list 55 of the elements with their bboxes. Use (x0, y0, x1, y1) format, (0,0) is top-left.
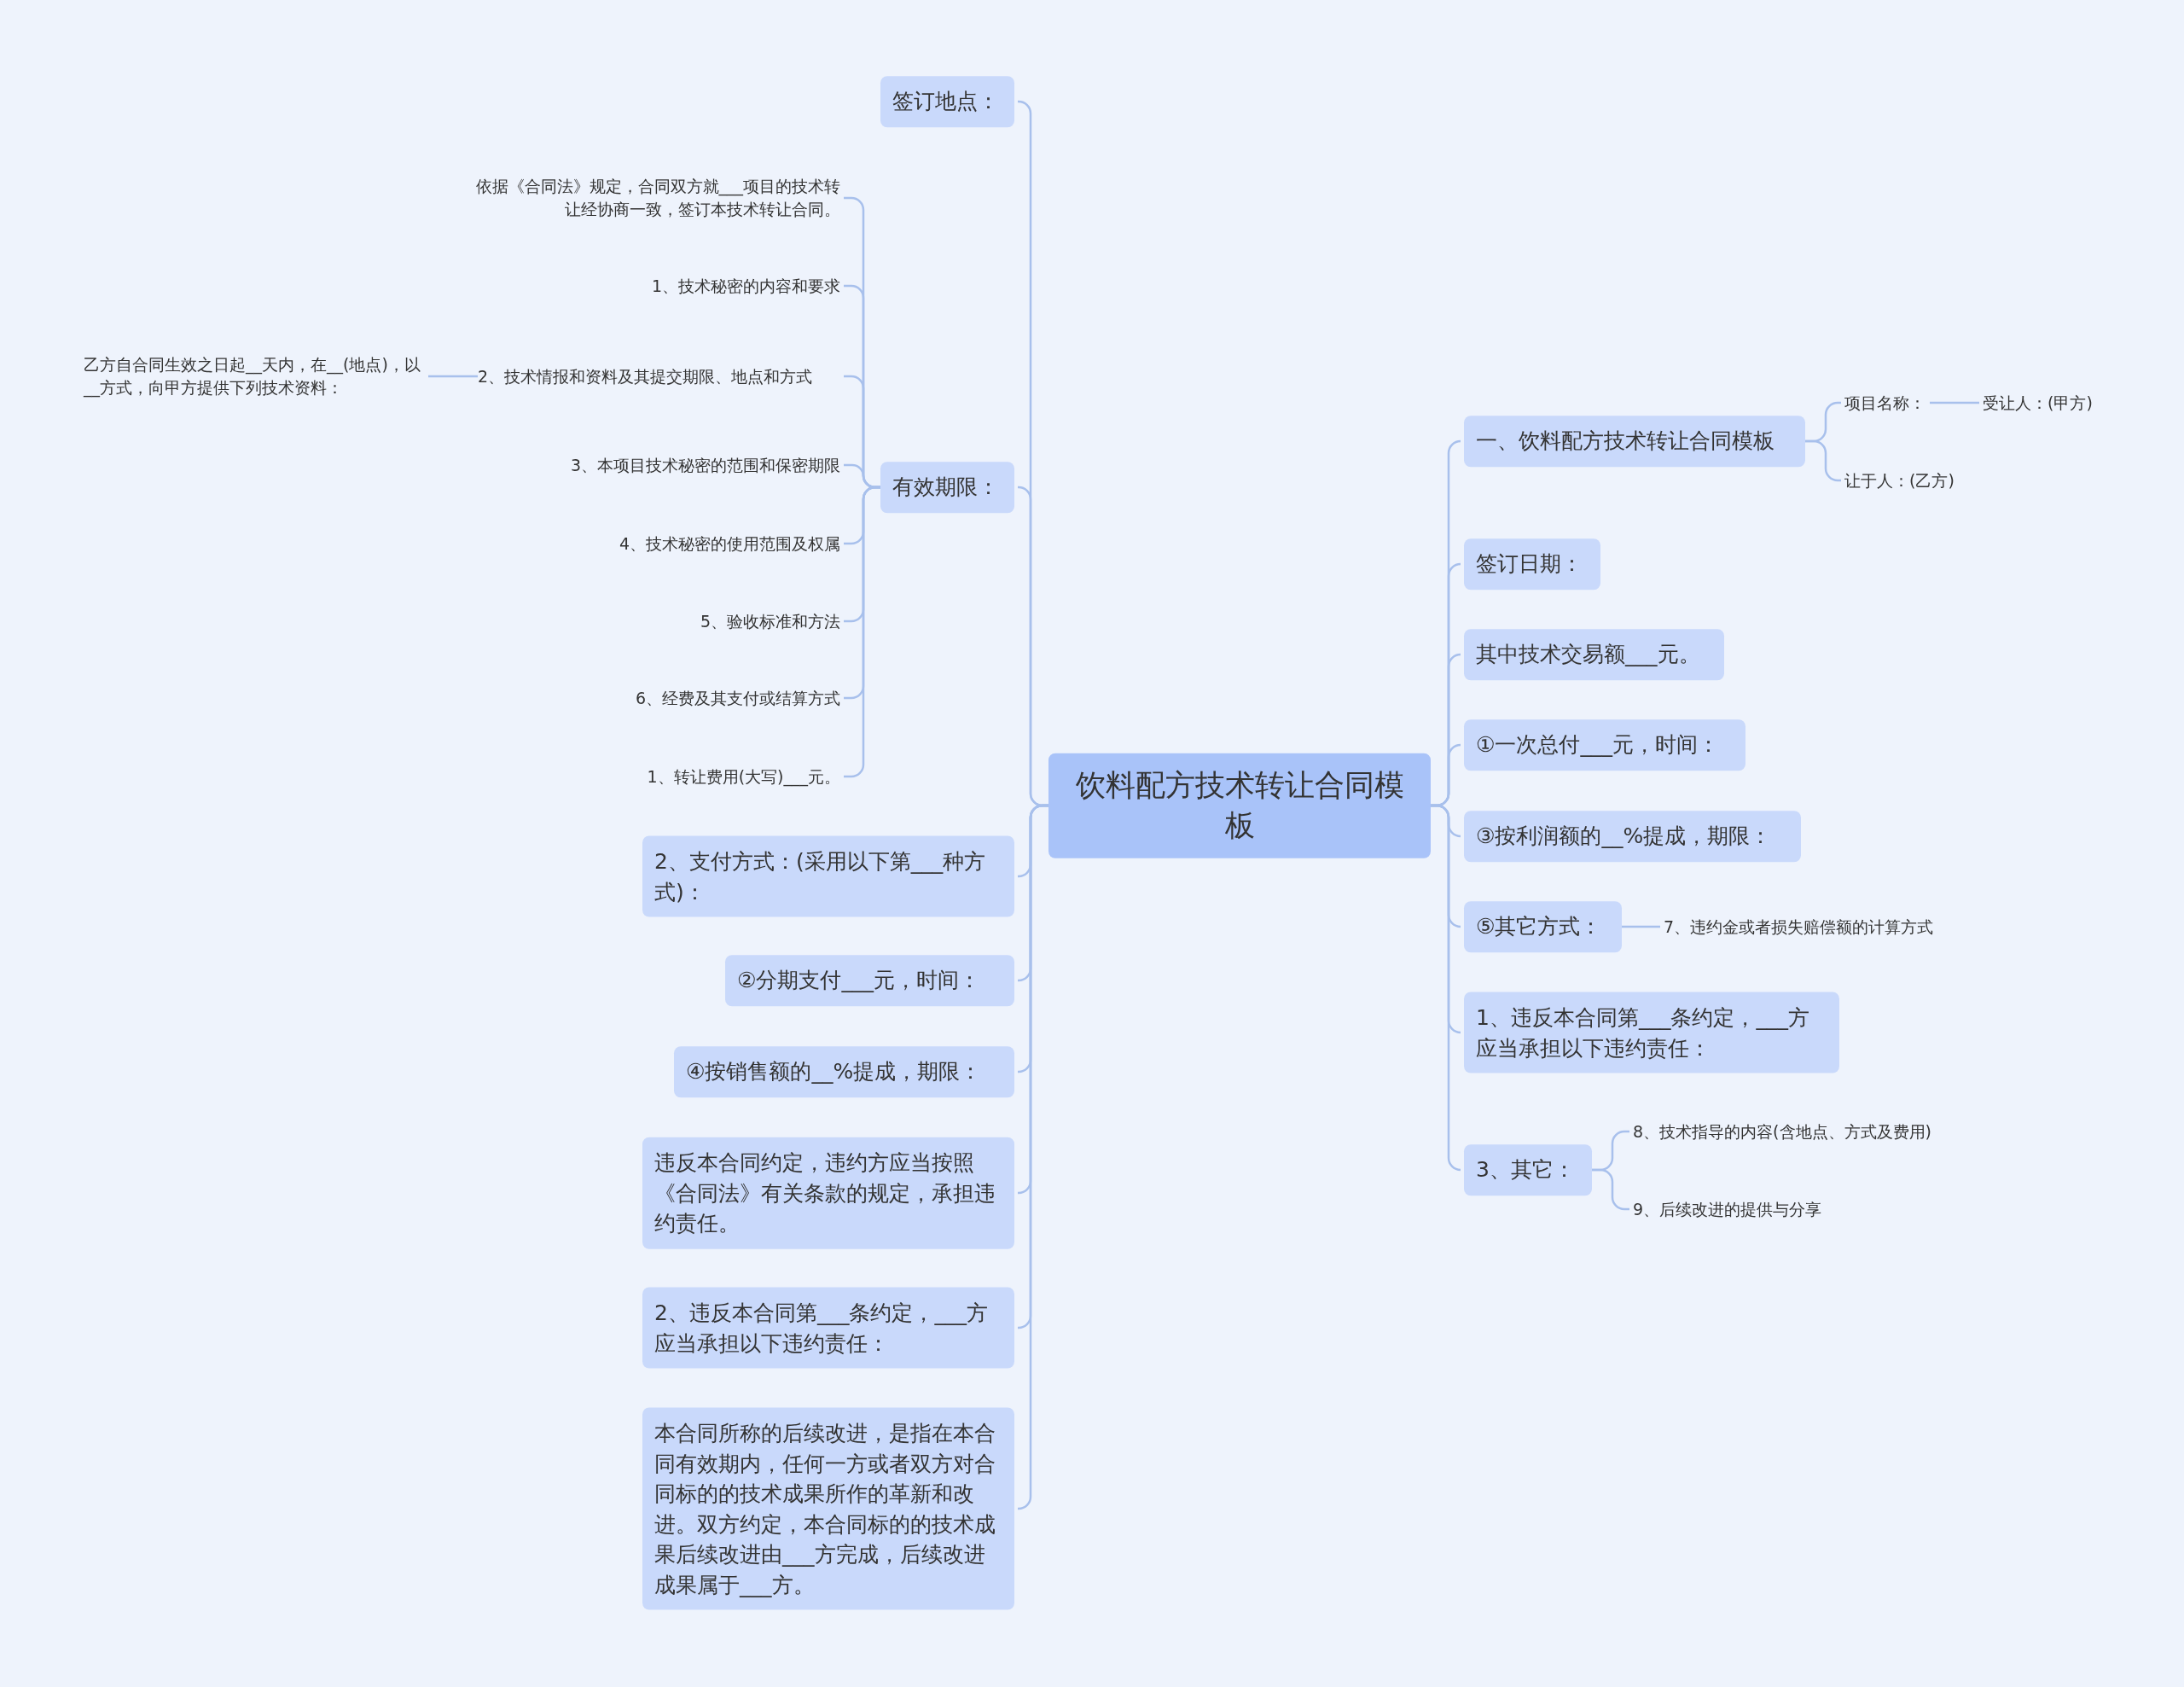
topic-text: 1、违反本合同第___条约定，___方应当承担以下违约责任： (1476, 1003, 1810, 1062)
topic-text: ②分期支付___元，时间： (737, 967, 981, 995)
topic-text: 6、经费及其支付或结算方式 (634, 687, 840, 709)
topic-text: 违反本合同约定，违约方应当按照《合同法》有关条款的规定，承担违约责任。 (654, 1149, 996, 1237)
connector (1622, 925, 1660, 928)
topic-box (1464, 811, 1801, 862)
topic-box (642, 835, 1014, 917)
topic-text: 签订日期： (1476, 550, 1583, 579)
topic-text: 让于人：(乙方) (1844, 469, 1955, 492)
topic-box (1464, 719, 1745, 771)
topic-box (642, 1287, 1014, 1369)
topic-text: 5、验收标准和方法 (699, 610, 840, 632)
topic-text: 2、支付方式：(采用以下第___种方式)： (654, 847, 987, 905)
topic-text: 本合同所称的后续改进，是指在本合同有效期内，任何一方或者双方对合同标的的技术成果所作的革新和改进。双方约定，本合同标的的技术成果后续改进由___方完成，后续改进成果属于___方。 (654, 1419, 996, 1599)
topic-text: 1、技术秘密的内容和要求 (650, 275, 840, 297)
topic-box (725, 955, 1014, 1006)
topic-box (674, 1046, 1014, 1097)
topic-box (1464, 992, 1839, 1073)
topic-text: 2、技术情报和资料及其提交期限、地点和方式 (478, 365, 814, 387)
topic-text: 签订地点： (892, 88, 1000, 116)
topic-box (1464, 1144, 1592, 1195)
topic-text: 项目名称： (1844, 392, 1926, 414)
topic-box (880, 462, 1014, 513)
central-topic-box (1048, 753, 1431, 858)
connector (1431, 804, 1462, 1172)
topic-text: 受让人：(甲方) (1983, 392, 2094, 414)
topic-box (1464, 538, 1600, 590)
topic-text: 依据《合同法》规定，合同双方就___项目的技术转让经协商一致，签订本技术转让合同。 (474, 176, 840, 220)
central-topic-text: 饮料配方技术转让合同模板 (1074, 766, 1405, 844)
topic-text: 1、转让费用(大写)___元。 (646, 765, 840, 788)
topic-text: 3、本项目技术秘密的范围和保密期限 (569, 454, 840, 476)
topic-text: 7、违约金或者损失赔偿额的计算方式 (1664, 916, 1935, 938)
topic-text: 4、技术秘密的使用范围及权属 (618, 532, 840, 555)
topic-text: 有效期限： (892, 474, 1000, 502)
topic-text: 8、技术指导的内容(含地点、方式及费用) (1633, 1120, 1932, 1143)
topic-box (642, 1407, 1014, 1610)
topic-text: ①一次总付___元，时间： (1476, 731, 1720, 759)
topic-box (1464, 901, 1622, 952)
topic-text: 2、违反本合同第___条约定，___方应当承担以下违约责任： (654, 1299, 989, 1357)
topic-box (642, 1137, 1014, 1249)
topic-text: 其中技术交易额___元。 (1476, 641, 1701, 669)
connector (1592, 1168, 1629, 1211)
connector (1930, 401, 1979, 404)
topic-box (1464, 629, 1724, 680)
topic-box (880, 76, 1014, 127)
topic-text: 乙方自合同生效之日起__天内，在__(地点)，以__方式，向甲方提供下列技术资料： (84, 354, 421, 399)
topic-box (1464, 416, 1805, 467)
topic-text: 一、饮料配方技术转让合同模板 (1476, 428, 1775, 456)
topic-text: ③按利润额的__%提成，期限： (1476, 823, 1773, 851)
topic-text: ⑤其它方式： (1476, 913, 1603, 941)
connector (1805, 439, 1841, 482)
connector (428, 375, 478, 378)
topic-text: ④按销售额的__%提成，期限： (686, 1058, 983, 1086)
topic-text: 9、后续改进的提供与分享 (1633, 1198, 1823, 1220)
topic-text: 3、其它： (1476, 1156, 1576, 1184)
